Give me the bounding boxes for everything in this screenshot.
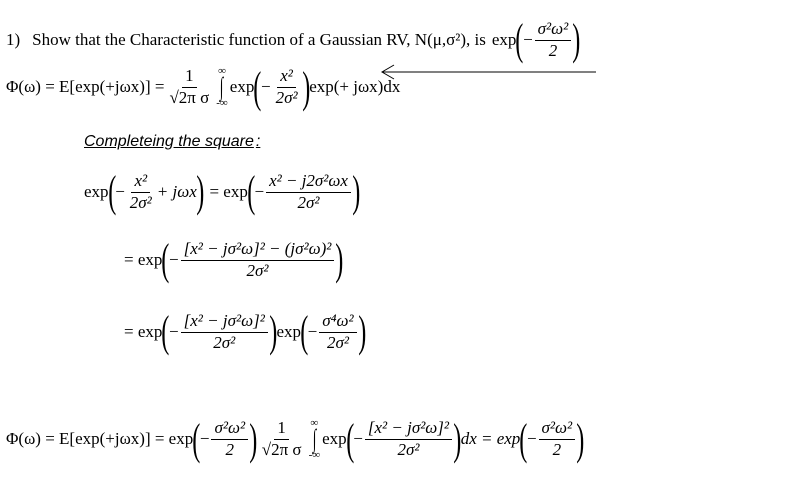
eq1-integral: ∞ ∫ -∞	[216, 65, 228, 109]
equation-5: Φ(ω) = E[exp(+jωx)] = exp ( − σ²ω² 2 ) 1…	[6, 414, 585, 464]
problem-number: 1)	[6, 30, 21, 50]
equation-3: = exp ( − [x² − jσ²ω]² − (jσ²ω)² 2σ² )	[124, 235, 344, 285]
eq1-fraction: x² 2σ²	[275, 66, 298, 107]
arrow-annotation	[381, 64, 596, 80]
paren-right: )	[572, 15, 581, 65]
equation-2: exp ( − x² 2σ² + jωx ) = exp ( − x² − j2…	[84, 167, 361, 217]
equation-4: = exp ( − [x² − jσ²ω]² 2σ² ) exp ( − σ⁴ω…	[124, 307, 367, 357]
eq1-lhs: Φ(ω) = E[exp(+jωx)] =	[6, 77, 165, 97]
problem-statement-row: 1) Show that the Characteristic function…	[6, 15, 581, 65]
equation-1: Φ(ω) = E[exp(+jωx)] = 1 √2π σ ∞ ∫ -∞ exp…	[6, 62, 401, 112]
problem-statement: Show that the Characteristic function of…	[32, 30, 486, 50]
eq1-tail: exp(+ jωx)dx	[309, 77, 401, 97]
result-exp: exp	[491, 30, 517, 50]
subtitle: Completeing the square :	[84, 133, 261, 150]
result-fraction: σ²ω² 2	[534, 19, 572, 60]
eq1-coefficient: 1 √2π σ	[169, 66, 210, 107]
paren-left: (	[515, 15, 524, 65]
